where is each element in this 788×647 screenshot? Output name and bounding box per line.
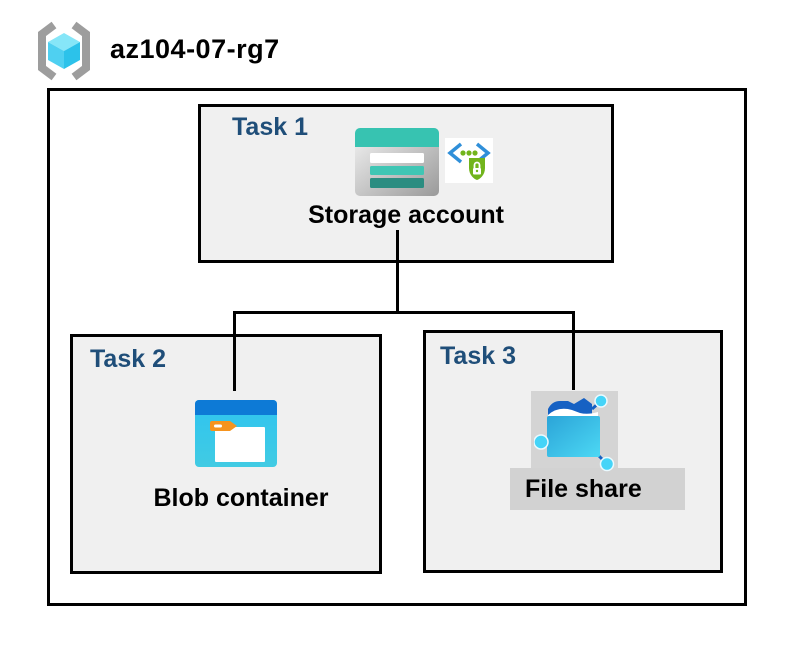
task2-label: Task 2 [90,345,166,373]
file-share-icon [534,394,615,472]
connector-horizontal [233,311,575,314]
connector-to-blob [233,311,236,391]
task2-item-label: Blob container [153,484,329,512]
task1-item-label: Storage account [308,201,504,229]
resource-group-name: az104-07-rg7 [110,34,280,64]
connector-to-fileshare [572,311,575,390]
file-share-label-panel: File share [510,468,685,510]
task3-item-label: File share [525,475,642,503]
storage-account-icon [355,128,439,196]
sas-security-icon [445,138,493,183]
task3-label: Task 3 [440,342,516,370]
task3-box: Task 3 File share [423,330,723,573]
task1-box: Task 1 Storage account [198,104,614,263]
task1-label: Task 1 [232,113,308,141]
resource-group-icon [38,21,90,81]
connector-storage-down [396,230,399,313]
task2-box: Task 2 Blob container [70,334,382,574]
blob-container-icon [195,400,277,467]
